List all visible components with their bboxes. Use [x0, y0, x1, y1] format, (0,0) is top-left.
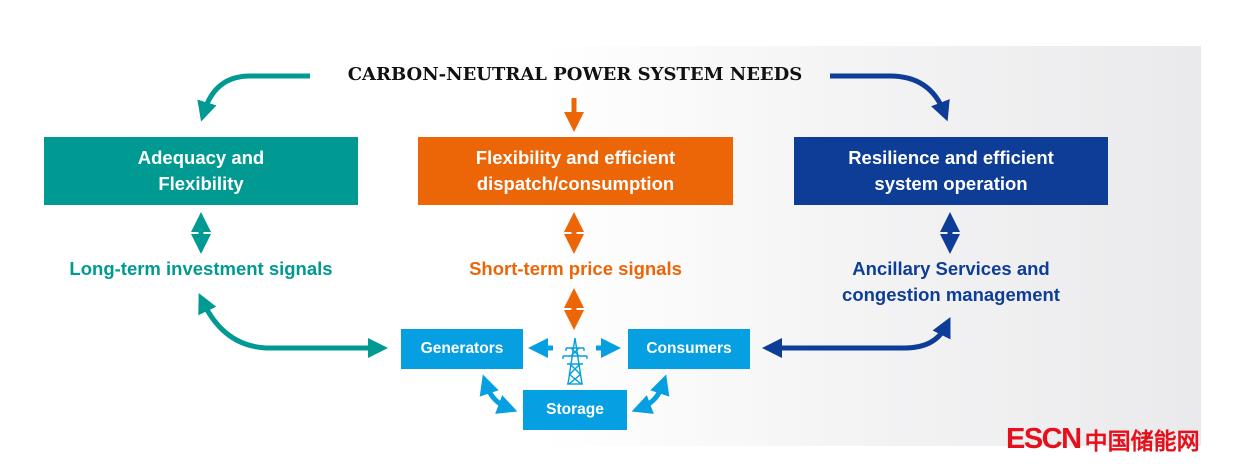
- arrow-ancillary-to-consumers: [762, 317, 951, 358]
- signal-long-term: Long-term investment signals: [44, 256, 358, 282]
- node-consumers: Consumers: [628, 329, 750, 369]
- signal-long-term-line1: Long-term investment signals: [69, 258, 333, 279]
- logo-chinese-text: 中国储能网: [1084, 429, 1200, 455]
- need-resilience-box: Resilience and efficient system operatio…: [794, 137, 1108, 205]
- diagram-title: CARBON-NEUTRAL POWER SYSTEM NEEDS: [347, 64, 803, 85]
- arrow-investment-to-generators: [198, 292, 388, 358]
- need-resilience-line1: Resilience and efficient: [848, 147, 1054, 168]
- signal-ancillary-line1: Ancillary Services and: [852, 258, 1050, 279]
- logo-latin-text: ESCN: [1006, 422, 1082, 455]
- need-adequacy-line2: Flexibility: [158, 173, 244, 194]
- arrow-consumers-storage: [631, 374, 670, 414]
- need-adequacy-box: Adequacy and Flexibility: [44, 137, 358, 205]
- escn-watermark-logo: ESCN 中国储能网: [1006, 422, 1200, 456]
- arrow-title-to-adequacy: [197, 73, 310, 122]
- arrow-generators-storage: [479, 374, 518, 414]
- need-flexibility-line2: dispatch/consumption: [476, 173, 675, 194]
- arrow-title-to-resilience: [830, 73, 950, 122]
- signal-ancillary: Ancillary Services and congestion manage…: [794, 256, 1108, 308]
- signal-ancillary-line2: congestion management: [842, 284, 1060, 305]
- node-storage: Storage: [523, 390, 627, 430]
- need-resilience-line2: system operation: [874, 173, 1028, 194]
- transmission-tower-icon: [562, 337, 588, 385]
- need-flexibility-line1: Flexibility and efficient: [475, 147, 676, 168]
- need-adequacy-line1: Adequacy and: [137, 147, 265, 168]
- need-flexibility-box: Flexibility and efficient dispatch/consu…: [418, 137, 733, 205]
- node-generators: Generators: [401, 329, 523, 369]
- signal-short-term: Short-term price signals: [418, 256, 733, 282]
- signal-short-term-line1: Short-term price signals: [469, 258, 682, 279]
